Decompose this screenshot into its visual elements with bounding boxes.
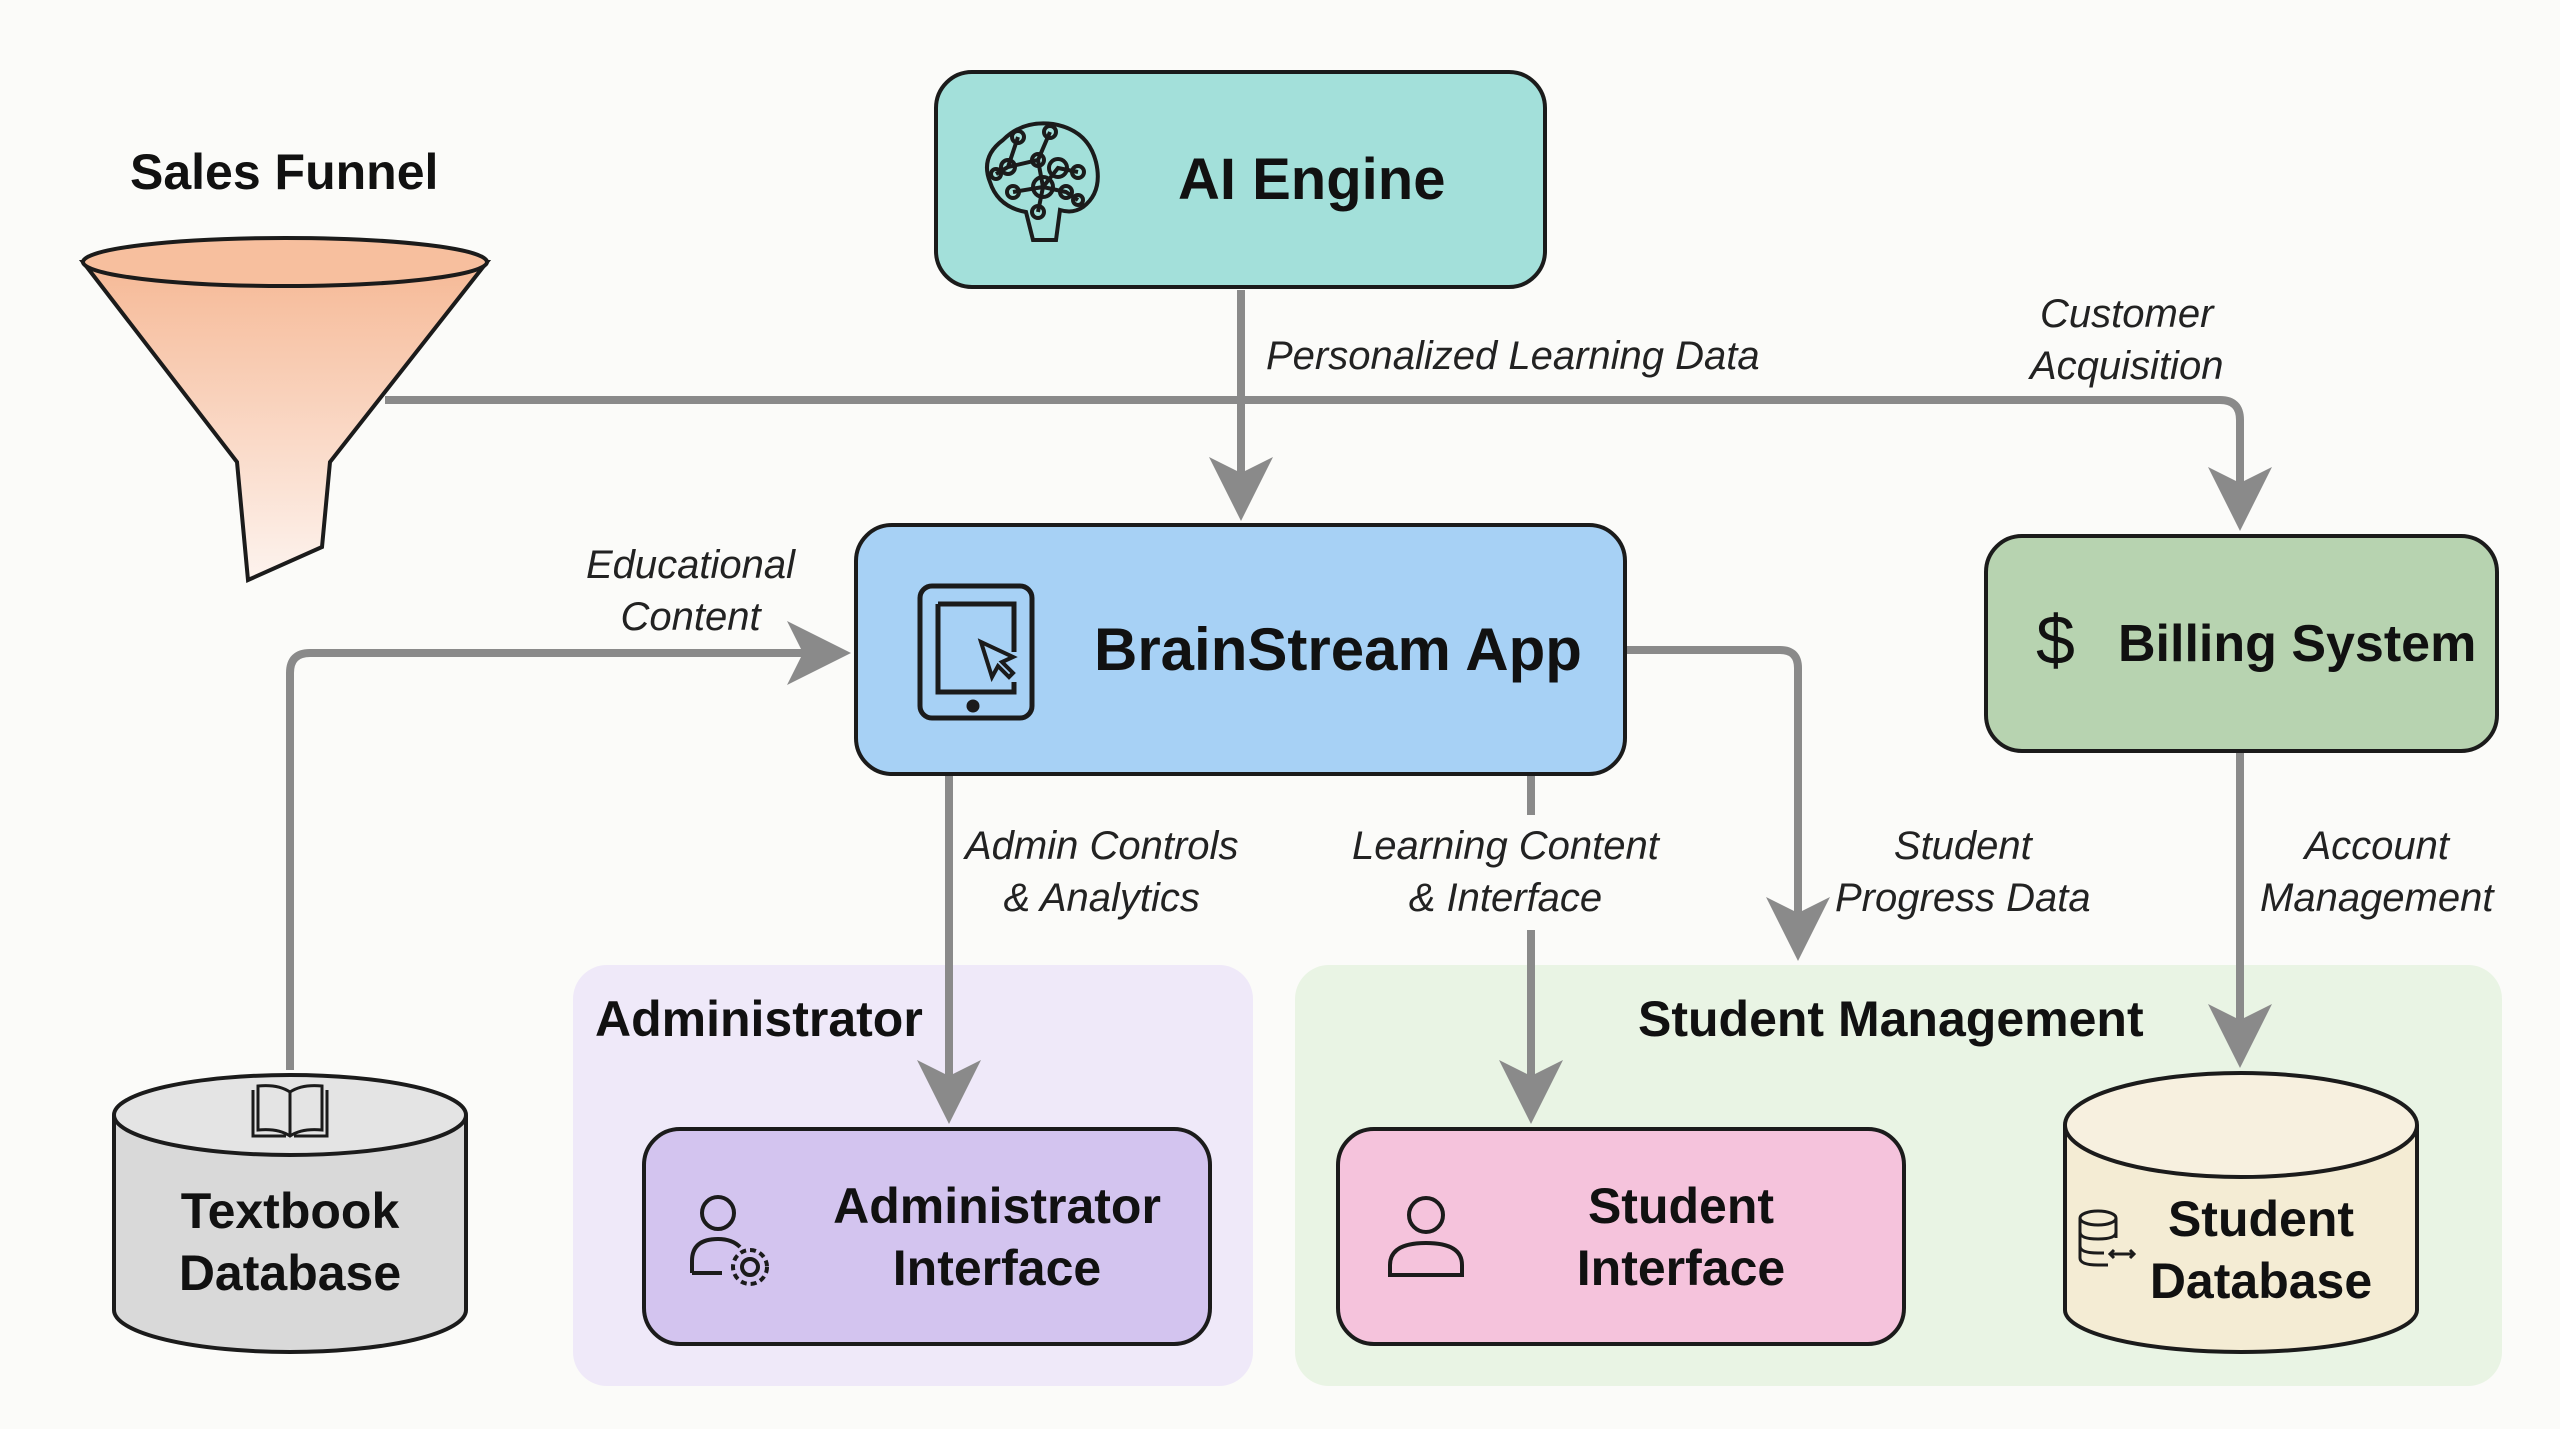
edge-textbook-to-app — [286, 621, 851, 1070]
edge-label-account-management: Account Management — [2260, 820, 2493, 924]
book-icon — [251, 1084, 329, 1138]
edge-label-admin-controls: Admin Controls & Analytics — [965, 820, 1238, 924]
edge-label-line: Progress Data — [1835, 876, 2091, 920]
tablet-cursor-icon — [917, 583, 1035, 721]
edge-label-educational-content: Educational Content — [586, 539, 795, 643]
edge-label-line: Acquisition — [2030, 344, 2224, 388]
student-interface-label: Student Interface — [1490, 1175, 1872, 1299]
administrator-interface-node[interactable]: Administrator Interface — [642, 1127, 1212, 1346]
edge-label-line: & Analytics — [1003, 876, 1200, 920]
billing-system-node[interactable]: $ Billing System — [1984, 534, 2499, 753]
edge-label-personalized: Personalized Learning Data — [1266, 334, 1760, 378]
edge-label-line: Educational — [586, 543, 796, 587]
admin-label-line1: Administrator — [833, 1177, 1161, 1234]
student-management-group-title: Student Management — [1638, 991, 2144, 1047]
edge-label-learning-content: Learning Content & Interface — [1352, 820, 1659, 924]
edge-funnel-to-billing — [385, 396, 2272, 531]
student-label-line1: Student — [1587, 1177, 1775, 1234]
student-interface-node[interactable]: Student Interface — [1336, 1127, 1906, 1346]
funnel-icon — [78, 236, 492, 583]
edge-label-line: Customer — [2040, 292, 2214, 336]
brainstream-app-node[interactable]: BrainStream App — [854, 523, 1627, 776]
edge-label-line: Management — [2260, 876, 2494, 920]
edge-label-student-progress: Student Progress Data — [1835, 820, 2091, 924]
billing-system-label: Billing System — [2118, 614, 2477, 673]
student-database-label: Student Database — [2102, 1188, 2420, 1312]
edge-label-line: & Interface — [1408, 876, 1603, 920]
ai-engine-label: AI Engine — [1178, 147, 1446, 212]
textbook-database-label: Textbook Database — [111, 1180, 469, 1304]
edge-label-line: Student — [1893, 824, 2032, 868]
brainstream-app-label: BrainStream App — [1094, 616, 1582, 683]
admin-label-line2: Interface — [892, 1239, 1102, 1296]
edge-label-line: Content — [620, 595, 761, 639]
administrator-group-title: Administrator — [595, 991, 923, 1047]
brain-network-icon — [985, 121, 1100, 242]
student-db-label-line2: Database — [2149, 1253, 2373, 1309]
student-db-label-line1: Student — [2167, 1191, 2355, 1247]
user-gear-icon — [690, 1195, 769, 1286]
dollar-icon: $ — [2036, 601, 2075, 679]
edge-label-line: Learning Content — [1352, 824, 1659, 868]
sales-funnel-title: Sales Funnel — [130, 144, 439, 200]
edge-label-line: Admin Controls — [965, 824, 1239, 868]
student-label-line2: Interface — [1576, 1239, 1786, 1296]
textbook-label-line1: Textbook — [180, 1183, 400, 1239]
textbook-label-line2: Database — [178, 1245, 402, 1301]
cylinder-shape — [2063, 1071, 2419, 1354]
edge-label-customer-acquisition: Customer Acquisition — [2030, 288, 2223, 392]
student-database-node[interactable]: Student Database — [2062, 1070, 2420, 1355]
user-icon — [1388, 1196, 1464, 1277]
edge-app-to-student-mgmt — [1627, 646, 1830, 961]
edge-label-line: Account — [2304, 824, 2449, 868]
ai-engine-node[interactable]: AI Engine — [934, 70, 1547, 289]
database-sync-icon — [2078, 1209, 2137, 1267]
textbook-database-node[interactable]: Textbook Database — [111, 1070, 469, 1355]
administrator-interface-label: Administrator Interface — [806, 1175, 1188, 1299]
